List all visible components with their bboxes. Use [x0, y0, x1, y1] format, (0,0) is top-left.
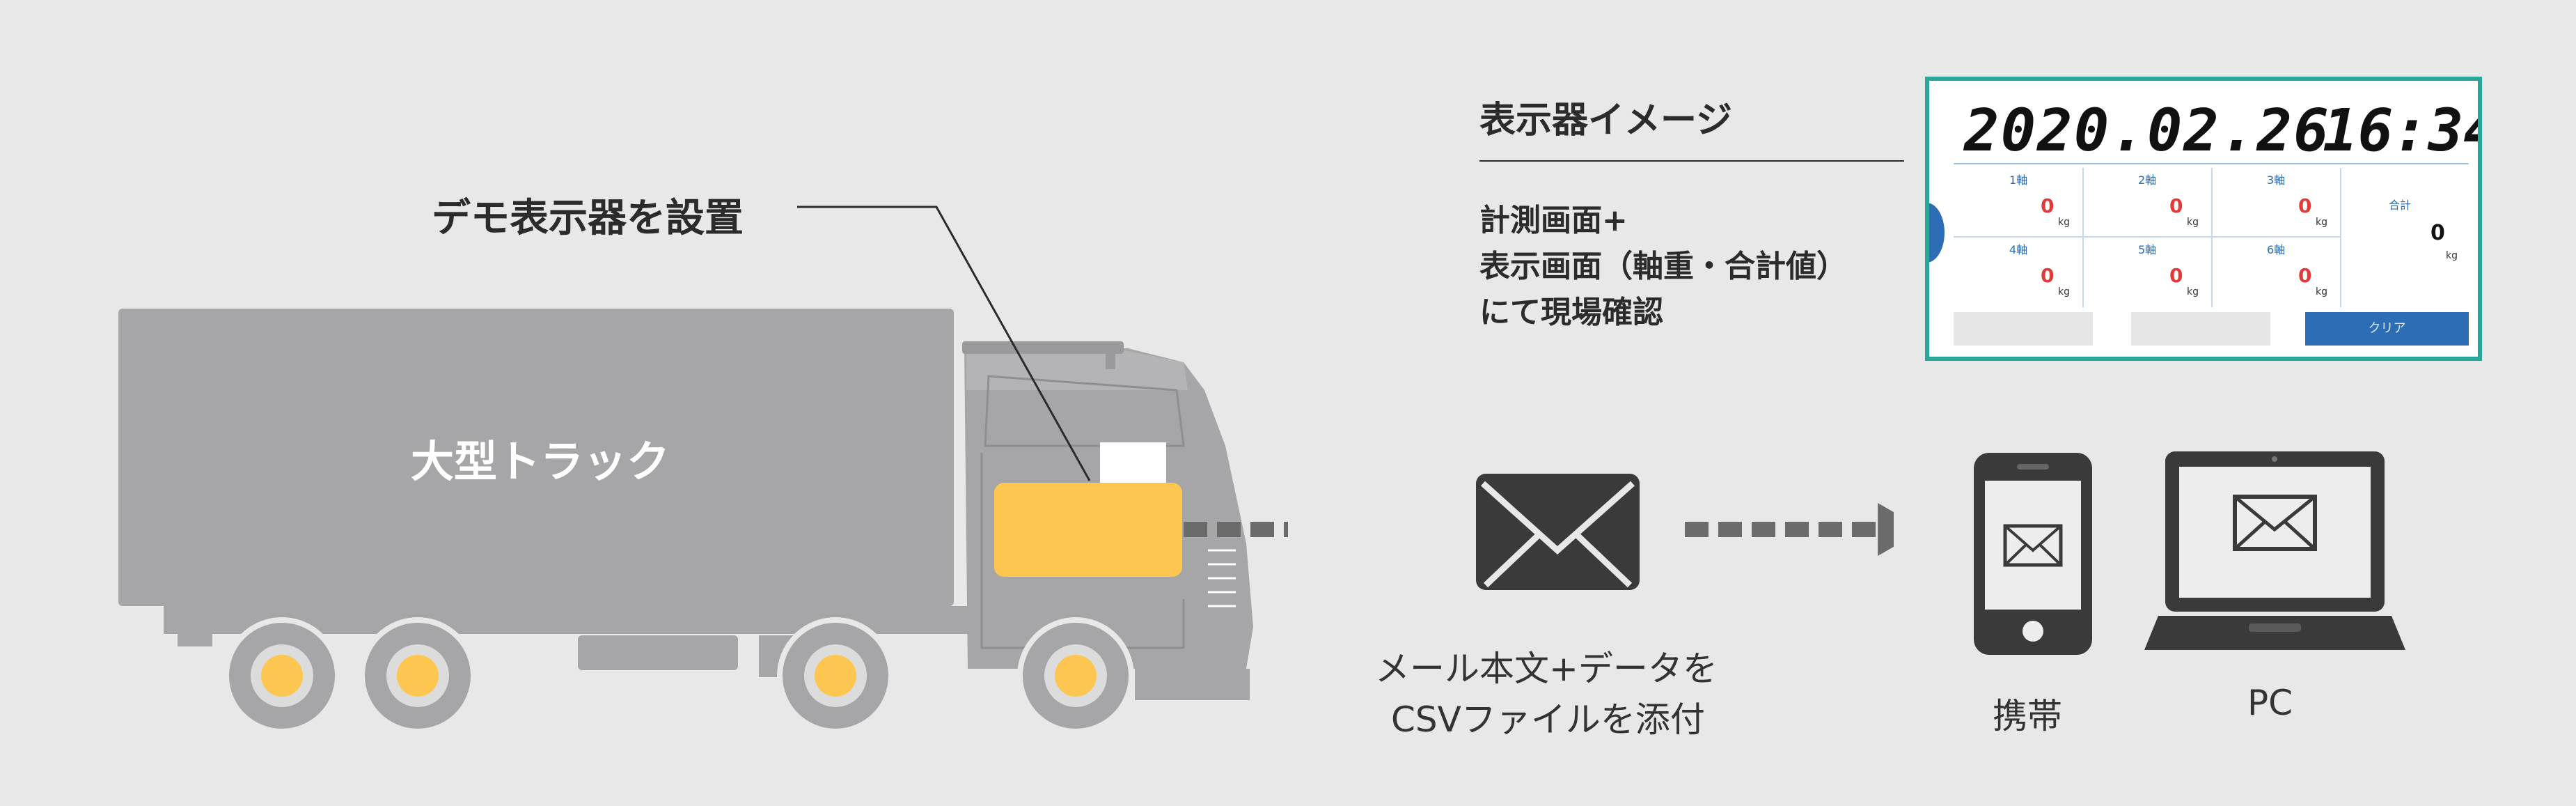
axle-label: 6軸: [2267, 243, 2286, 256]
axle-grid: 1軸 0 kg 2軸 0 kg 3軸 0 kg 4軸 0 kg 5軸 0 kg …: [1954, 168, 2469, 307]
axle-cell: 6軸 0 kg: [2211, 238, 2340, 306]
unit-label: kg: [2316, 217, 2327, 228]
mobile-phone-icon: [1974, 453, 2092, 655]
demo-display-label: デモ表示器を設置: [432, 196, 744, 241]
axle-value: 0: [2298, 194, 2312, 217]
axle-value: 0: [2041, 264, 2055, 287]
axle-value: 0: [2169, 194, 2183, 217]
axle-cell: 3軸 0 kg: [2211, 168, 2340, 236]
display-date: 2020.02.26: [1964, 96, 2330, 164]
axle-cell: 2軸 0 kg: [2082, 168, 2211, 236]
wheel: [777, 617, 894, 734]
axle-value: 0: [2298, 264, 2312, 287]
arrow-right-icon: [1878, 503, 1894, 556]
demo-display-marker: [994, 483, 1182, 577]
unit-label: kg: [2187, 286, 2199, 297]
divider: [1479, 160, 1904, 162]
trailer-box: [118, 309, 954, 606]
axle-cell: 4軸 0 kg: [1954, 238, 2082, 306]
unit-label: kg: [2446, 250, 2458, 261]
axle-value: 0: [2169, 264, 2183, 287]
callout-line: [797, 206, 1091, 481]
description-line-1: 計測画面+: [1479, 203, 1628, 238]
total-value: 0: [2430, 221, 2445, 245]
description-line-2: 表示画面（軸重・合計値）: [1479, 249, 1847, 284]
unit-label: kg: [2316, 286, 2327, 297]
mobile-label: 携帯: [1993, 696, 2062, 736]
mail-line-1: メール本文+データを: [1375, 649, 1718, 689]
mail-line-2: CSVファイルを添付: [1391, 699, 1705, 740]
mail-icon: [1476, 474, 1640, 590]
display-image-title: 表示器イメージ: [1479, 100, 1732, 141]
description-line-3: にて現場確認: [1479, 295, 1663, 330]
side-tab: [1929, 203, 1945, 263]
display-time: 16:34: [2323, 96, 2482, 164]
display-button-2[interactable]: [2131, 312, 2270, 346]
total-label: 合計: [2389, 199, 2412, 212]
truck-label: 大型トラック: [411, 436, 670, 487]
arrow-to-devices: [1685, 503, 1894, 556]
wheel: [223, 617, 340, 734]
unit-label: kg: [2058, 217, 2070, 228]
wheel: [359, 617, 476, 734]
truck-illustration: [118, 206, 1288, 734]
axle-value: 0: [2041, 194, 2055, 217]
axle-cell: 5軸 0 kg: [2082, 238, 2211, 306]
axle-cell: 1軸 0 kg: [1954, 168, 2082, 236]
wheel: [1017, 617, 1134, 734]
axle-label: 5軸: [2138, 243, 2157, 256]
axle-label: 4軸: [2009, 243, 2028, 256]
axle-label: 1軸: [2009, 173, 2028, 187]
clear-button[interactable]: クリア: [2305, 312, 2469, 346]
display-button-1[interactable]: [1954, 312, 2093, 346]
axle-label: 3軸: [2267, 173, 2286, 187]
pc-label: PC: [2247, 683, 2293, 723]
display-mockup: 2020.02.26 16:34 1軸 0 kg 2軸 0 kg 3軸 0 kg…: [1925, 77, 2482, 361]
axle-label: 2軸: [2138, 173, 2157, 187]
unit-label: kg: [2058, 286, 2070, 297]
unit-label: kg: [2187, 217, 2199, 228]
total-cell: 合計 0 kg: [2341, 168, 2469, 307]
laptop-icon: [2144, 451, 2405, 650]
